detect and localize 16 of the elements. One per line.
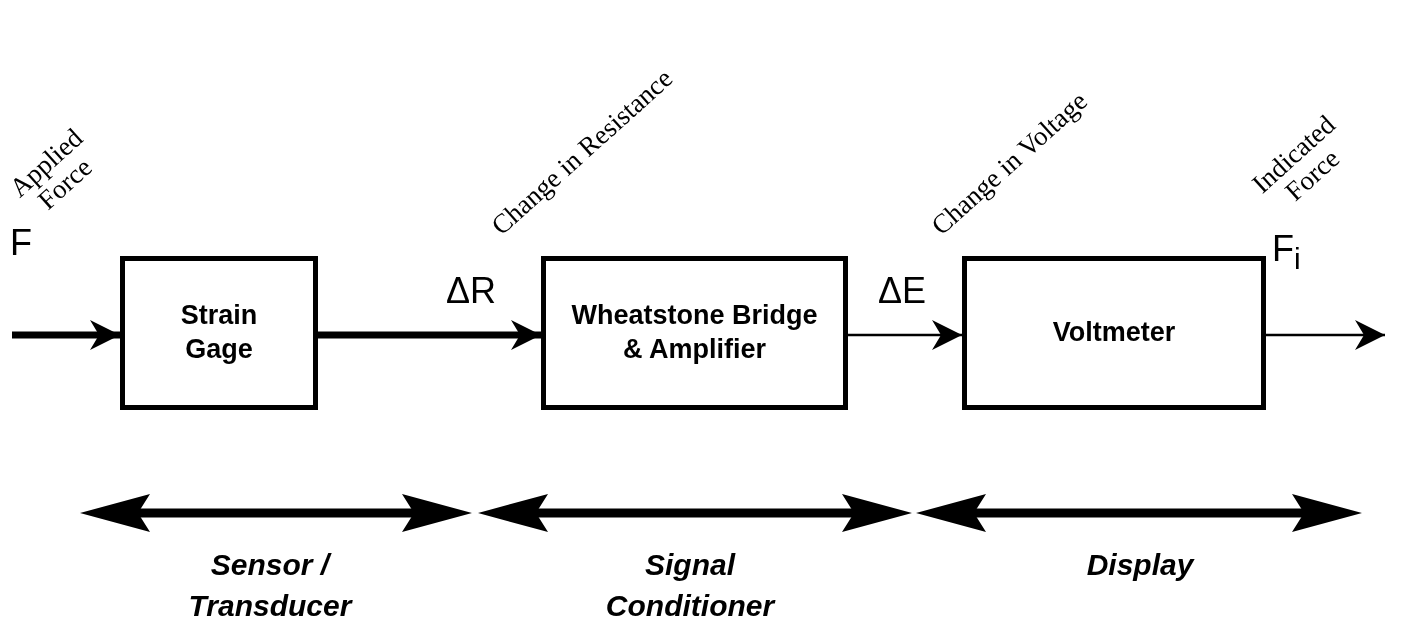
arrow: [848, 320, 962, 350]
stage-label: Display: [1085, 547, 1196, 583]
box-label: Wheatstone Bridge & Amplifier: [570, 299, 819, 366]
process-box: [120, 256, 318, 410]
stage-label: Sensor / Transducer: [187, 547, 354, 624]
arrow: [318, 320, 541, 350]
signal-symbol: ΔR: [446, 270, 497, 312]
process-box: [541, 256, 848, 410]
process-box: [962, 256, 1266, 410]
box-label: Voltmeter: [1052, 316, 1176, 350]
signal-symbol: F$_{i}$: [1272, 228, 1301, 277]
stage-label: Signal Conditioner: [604, 547, 777, 624]
box-label: Strain Gage: [179, 299, 259, 366]
signal-symbol: ΔE: [878, 270, 927, 312]
signal-symbol: F: [10, 222, 32, 264]
arrow: [1266, 320, 1385, 350]
